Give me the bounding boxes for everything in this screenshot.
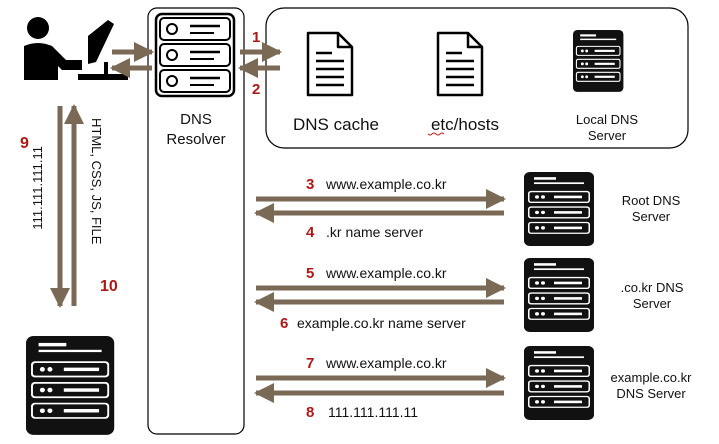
- web-server-icon: [26, 336, 115, 435]
- step1-number: 1: [252, 29, 260, 46]
- step10-number: 10: [100, 278, 118, 295]
- resolver-label-line1: DNS: [180, 111, 212, 128]
- cokr-dns-label-line2: Server: [633, 296, 672, 311]
- step2-number: 2: [252, 81, 260, 98]
- step8-message: 111.111.111.11: [328, 404, 418, 420]
- root-dns-server-icon: [524, 172, 594, 246]
- local-dns-server-icon: [573, 30, 624, 92]
- step7-message: www.example.co.kr: [325, 355, 447, 371]
- cokr-dns-server-icon: [524, 258, 594, 332]
- local-dns-server-label-line1: Local DNS: [576, 112, 638, 127]
- step10-message: HTML, CSS, JS, FILE: [89, 118, 104, 245]
- step6-number: 6: [280, 315, 288, 332]
- step8-number: 8: [306, 404, 314, 421]
- example-dns-label-line2: DNS Server: [616, 386, 686, 401]
- root-dns-label-line2: Server: [632, 209, 671, 224]
- step3-message: www.example.co.kr: [325, 176, 447, 192]
- step9-number: 9: [20, 135, 29, 152]
- resolver-label-line2: Resolver: [166, 131, 225, 148]
- etc-hosts-label: etc/hosts: [431, 115, 499, 134]
- spellcheck-underline: [427, 132, 445, 136]
- step3-number: 3: [306, 176, 314, 193]
- resolver-server-icon: [154, 12, 236, 98]
- step5-number: 5: [306, 265, 314, 282]
- step5-message: www.example.co.kr: [325, 265, 447, 281]
- step9-message: 111.111.111.11: [30, 146, 45, 230]
- etc-hosts-document-icon: [436, 31, 484, 97]
- step6-message: example.co.kr name server: [297, 315, 466, 331]
- step4-number: 4: [306, 224, 315, 241]
- cokr-dns-label-line1: .co.kr DNS: [621, 280, 684, 295]
- step7-number: 7: [306, 355, 314, 372]
- root-dns-label-line1: Root DNS: [622, 193, 681, 208]
- step4-message: .kr name server: [326, 224, 424, 240]
- user-at-computer-icon: [24, 17, 128, 80]
- dns-cache-label: DNS cache: [293, 115, 379, 134]
- example-dns-label-line1: example.co.kr: [611, 370, 693, 385]
- dns-resolver-box: [147, 7, 245, 435]
- local-dns-server-label-line2: Server: [588, 128, 627, 143]
- example-dns-server-icon: [524, 346, 594, 420]
- dns-cache-document-icon: [306, 31, 354, 97]
